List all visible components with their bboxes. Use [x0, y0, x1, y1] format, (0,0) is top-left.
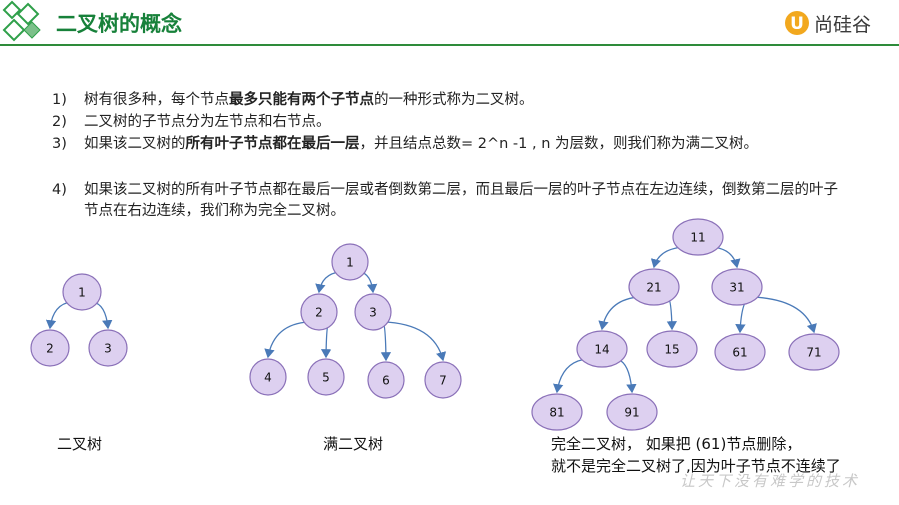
binary-tree-node-label: 1	[78, 286, 86, 300]
list-number: 2)	[52, 114, 67, 130]
binary-tree-node-label: 2	[46, 342, 54, 356]
complete-tree-node-label: 31	[729, 281, 744, 295]
full-tree-node	[424, 361, 462, 399]
full-tree-node	[367, 361, 405, 399]
list-text: 的一种形式称为二叉树。	[374, 92, 534, 108]
full-tree-edge	[382, 321, 447, 362]
full-tree-node	[249, 358, 287, 396]
full-tree-node	[354, 293, 392, 331]
complete-tree-node-label: 14	[594, 343, 609, 357]
complete-tree-node	[714, 333, 766, 371]
full-tree-edge	[264, 321, 310, 359]
complete-tree-node-label: 61	[732, 346, 747, 360]
full-tree-node-label: 4	[264, 371, 272, 385]
complete-tree-node	[628, 268, 680, 306]
list-number: 3)	[52, 136, 67, 152]
full-tree-node-label: 3	[369, 306, 377, 320]
full-tree-node-label: 2	[315, 306, 323, 320]
full-tree-node	[331, 243, 369, 281]
complete-tree-node-label: 11	[690, 231, 705, 245]
binary-tree-node-label: 3	[104, 342, 112, 356]
complete-tree-node-label: 15	[664, 343, 679, 357]
complete-tree-edge	[553, 358, 589, 394]
diamond-corner-icon	[2, 0, 41, 42]
complete-tree-node-label: 81	[549, 406, 564, 420]
complete-tree-node-label: 21	[646, 281, 661, 295]
list-item: 1) 树有很多种，每个节点最多只能有两个子节点的一种形式称为二叉树。	[52, 90, 844, 111]
complete-tree-node	[672, 218, 724, 256]
complete-tree-edge	[598, 296, 641, 331]
complete-tree-node	[711, 268, 763, 306]
caption-full-binary-tree: 满二叉树	[323, 435, 384, 453]
full-tree-node-label: 7	[439, 374, 447, 388]
full-tree-node	[307, 358, 345, 396]
watermark: 让天下没有难学的技术	[680, 472, 861, 490]
caption-complete-binary-tree: 完全二叉树， 如果把 (61)节点删除， 就不是完全二叉树了,因为叶子节点不连续…	[551, 433, 841, 477]
complete-tree-node	[788, 333, 840, 371]
emphasis-text: 最多只能有两个子节点	[229, 92, 374, 108]
binary-tree-node	[30, 329, 70, 367]
complete-tree-node	[606, 393, 658, 431]
u-logo-icon: U	[785, 11, 809, 35]
header-divider	[0, 44, 899, 46]
binary-tree-node	[62, 273, 102, 311]
emphasis-text: 所有叶子节点都在最后一层	[185, 136, 360, 152]
binary-tree-edge	[45, 301, 72, 330]
full-tree-node	[300, 293, 338, 331]
complete-tree-node-label: 91	[624, 406, 639, 420]
list-text: 树有很多种，每个节点	[84, 92, 229, 108]
list-item: 4) 如果该二叉树的所有叶子节点都在最后一层或者倒数第二层，而且最后一层的叶子节点…	[52, 180, 844, 222]
list-number: 4)	[52, 182, 67, 198]
full-tree-node-label: 5	[322, 371, 330, 385]
list-text: 二叉树的子节点分为左节点和右节点。	[84, 114, 331, 130]
complete-tree-node	[646, 330, 698, 368]
full-tree-node-label: 6	[382, 374, 390, 388]
caption-complete-line2: 就不是完全二叉树了,因为叶子节点不连续了	[551, 457, 841, 475]
list-text: 如果该二叉树的所有叶子节点都在最后一层或者倒数第二层，而且最后一层的叶子节点在左…	[84, 182, 838, 219]
complete-tree-edge	[615, 358, 637, 394]
complete-tree-node	[576, 330, 628, 368]
logo-text: 尚硅谷	[814, 13, 872, 36]
brand-logo: U 尚硅谷	[784, 8, 871, 38]
header: 二叉树的概念 U 尚硅谷	[0, 0, 899, 44]
page-title: 二叉树的概念	[56, 12, 182, 36]
caption-binary-tree: 二叉树	[57, 435, 103, 453]
full-tree-node-label: 1	[346, 256, 354, 270]
complete-tree-edge	[750, 296, 817, 334]
complete-tree-node-label: 71	[806, 346, 821, 360]
list-text: ，并且结点总数= 2^n -1 , n 为层数，则我们称为满二叉树。	[359, 136, 759, 152]
caption-complete-line1: 完全二叉树， 如果把 (61)节点删除，	[551, 435, 802, 453]
complete-tree-node	[531, 393, 583, 431]
list-number: 1)	[52, 92, 67, 108]
list-item: 2) 二叉树的子节点分为左节点和右节点。	[52, 112, 844, 133]
logo-letter: U	[790, 14, 804, 34]
full-tree-edge	[380, 321, 392, 362]
list-item: 3) 如果该二叉树的所有叶子节点都在最后一层，并且结点总数= 2^n -1 , n…	[52, 134, 834, 155]
binary-tree-node	[88, 329, 128, 367]
list-text: 如果该二叉树的	[84, 136, 186, 152]
